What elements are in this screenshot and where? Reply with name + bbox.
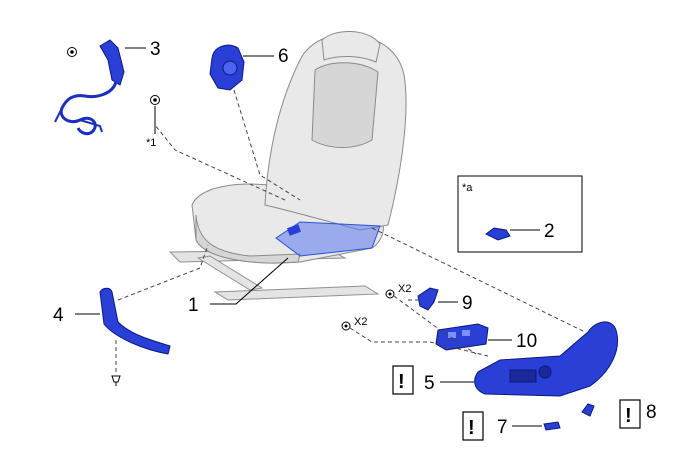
part-5-side-cover <box>474 321 618 397</box>
callout-7: 7 <box>497 417 508 438</box>
callout-3: 3 <box>150 39 161 60</box>
note-star-a: *a <box>462 182 473 194</box>
warning-box-5: ! <box>392 365 414 395</box>
part-9-bracket <box>417 287 439 311</box>
note-x2-lower: X2 <box>354 316 367 328</box>
callout-8: 8 <box>646 402 657 423</box>
clip-icon-upper-left <box>67 47 77 57</box>
callout-1: 1 <box>188 295 199 316</box>
screw-icon-lower <box>111 375 121 386</box>
callout-10: 10 <box>516 331 537 352</box>
callout-6: 6 <box>278 46 289 67</box>
part-1-cushion-heater <box>275 221 381 257</box>
part-3-wire-harness <box>54 39 125 136</box>
warning-icon: ! <box>468 417 475 439</box>
part-4-side-shield <box>99 287 171 355</box>
callout-4: 4 <box>53 305 64 326</box>
note-x2-upper: X2 <box>398 283 411 295</box>
clip-icon-star1 <box>150 95 160 105</box>
warning-icon: ! <box>625 405 632 427</box>
callout-5: 5 <box>424 373 435 394</box>
screw-icon-x2-upper <box>385 289 395 299</box>
leader-lines <box>75 47 542 427</box>
seat-back <box>264 30 407 231</box>
screw-icon-x2-lower <box>341 321 351 331</box>
warning-icon: ! <box>398 371 405 393</box>
callout-9: 9 <box>462 293 473 314</box>
part-6-recliner-cover <box>209 44 245 91</box>
callout-2: 2 <box>544 221 555 242</box>
part-2-clip-detail <box>485 227 511 241</box>
warning-box-8: ! <box>619 399 641 429</box>
part-7-knob <box>543 421 561 431</box>
note-star1: *1 <box>146 137 156 149</box>
part-10-power-switch <box>435 323 489 351</box>
part-8-knob <box>581 403 595 417</box>
warning-box-7: ! <box>462 411 484 441</box>
detail-box-a <box>457 175 583 253</box>
